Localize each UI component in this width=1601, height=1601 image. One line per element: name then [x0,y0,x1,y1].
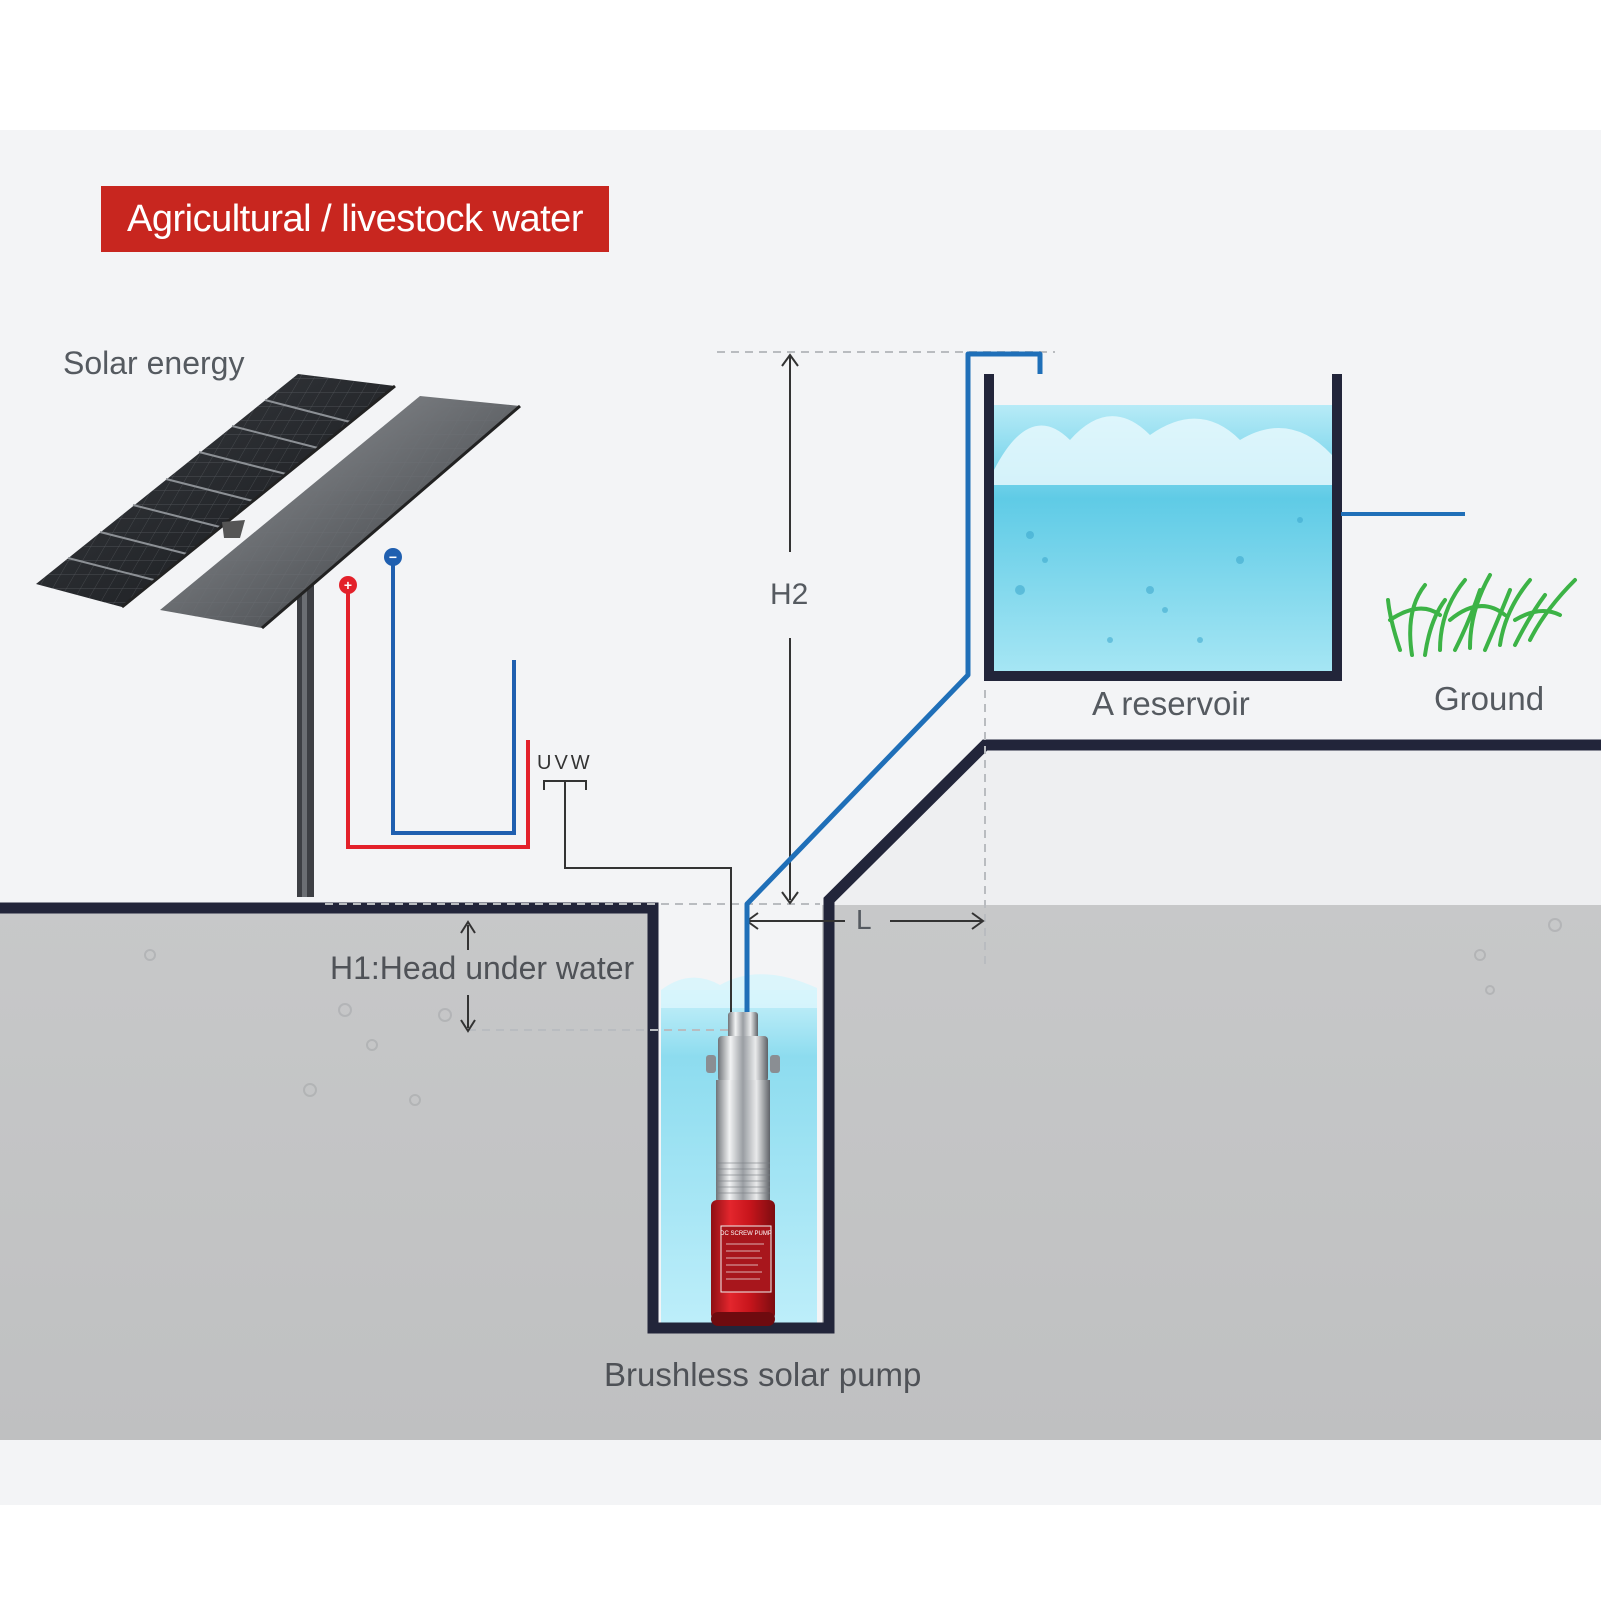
water-pipe [744,351,1043,1020]
uvw-cable [543,780,732,1020]
h1-dimension-arrow [460,920,476,1033]
h1-label: H1:Head under water [330,950,635,986]
water-bubbles-icon [1015,517,1303,643]
solar-panel-pole-highlight [302,585,307,897]
ground-label: Ground [1434,680,1545,717]
well-water-surface [661,974,817,1008]
h2-label: H2 [770,578,809,611]
raised-ground [822,742,1601,905]
negative-terminal-sign: − [389,549,397,565]
reservoir-label: A reservoir [1092,685,1250,722]
positive-terminal [339,576,357,594]
pump-icon: DC SCREW PUMP [706,1012,780,1326]
pump-label-caption: Brushless solar pump [604,1356,922,1393]
positive-terminal-sign: + [344,577,352,593]
ground-bubbles [144,918,1562,1106]
negative-terminal [384,548,402,566]
pump-label: DC SCREW PUMP [720,1231,772,1237]
negative-wire [391,562,516,835]
diagram-title: Agricultural / livestock water [101,186,609,252]
solar-energy-label: Solar energy [63,345,245,381]
positive-wire [346,590,530,849]
pump-label-panel [720,1225,772,1293]
grass-icon [1386,573,1577,657]
solar-panel-icon [36,374,521,630]
reservoir-tank-outline [984,374,1342,681]
l-label: L [856,904,872,935]
reservoir-water-splash [994,416,1332,485]
ground-outline [0,739,1601,1334]
uvw-label: UVW [537,752,593,774]
